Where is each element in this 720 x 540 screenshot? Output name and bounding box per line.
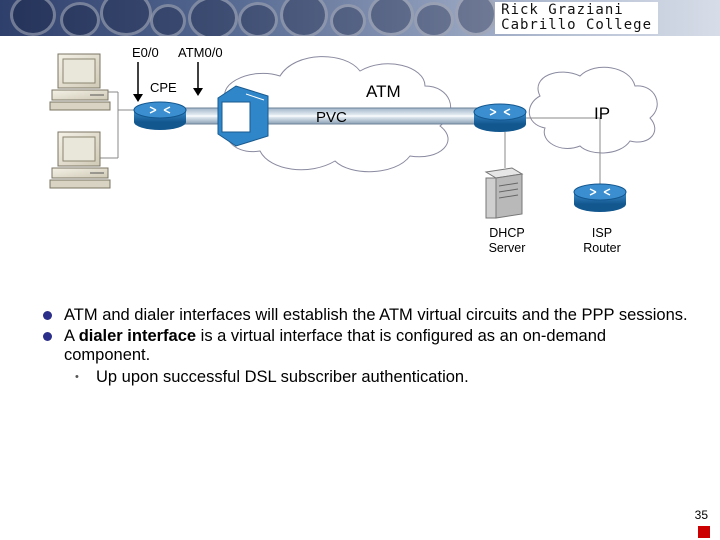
label-dhcp-line2: Server [488, 241, 526, 255]
core-links [504, 117, 601, 188]
bullet-dot-icon [43, 311, 52, 320]
bullet-item: A dialer interface is a virtual interfac… [40, 327, 690, 365]
label-isp-line2: Router [583, 241, 621, 255]
sub-bullet-marker: • [75, 371, 79, 383]
label-dhcp-server: DHCP Server [480, 226, 534, 256]
bullet-text-1: ATM and dialer interfaces will establish… [64, 306, 688, 324]
bullet-text-2-prefix: A [64, 327, 79, 345]
label-cpe: CPE [150, 80, 177, 95]
header-banner: Rick Graziani Cabrillo College [0, 0, 720, 36]
isp-router-icon [573, 183, 627, 212]
page-number: 35 [694, 508, 708, 522]
diagram-graphics [49, 53, 658, 219]
server-icon [484, 167, 524, 219]
network-diagram: E0/0 ATM0/0 CPE ATM PVC IP DHCP Server I… [0, 36, 720, 276]
header-title: Rick Graziani Cabrillo College [495, 2, 658, 34]
header-title-line2: Cabrillo College [501, 17, 652, 33]
label-dhcp-line1: DHCP [489, 226, 525, 240]
bullet-dot-icon [43, 332, 52, 341]
label-e0: E0/0 [132, 45, 159, 60]
bullet-text-2-rest: is a virtual interface that is configure… [64, 327, 607, 364]
label-pvc: PVC [316, 109, 347, 126]
bullet-item: ATM and dialer interfaces will establish… [40, 306, 690, 325]
aggregation-router-icon [473, 103, 527, 132]
pc-icon [49, 53, 111, 111]
label-atm-cloud: ATM [366, 82, 401, 101]
cpe-router-icon [133, 101, 187, 130]
label-isp-line1: ISP [591, 226, 613, 240]
corner-marker [698, 526, 710, 538]
pc-icon [49, 131, 111, 189]
sub-bullet-item: • Up upon successful DSL subscriber auth… [40, 368, 690, 387]
label-isp-router: ISP Router [574, 226, 630, 256]
bullet-text-2-keyword: dialer interface [78, 327, 197, 345]
label-atm00: ATM0/0 [178, 45, 223, 60]
interface-arrows [133, 62, 203, 102]
bullet-list: ATM and dialer interfaces will establish… [40, 306, 690, 387]
ip-cloud [528, 66, 658, 154]
header-title-line1: Rick Graziani [501, 2, 624, 18]
label-ip-cloud: IP [594, 104, 611, 123]
sub-bullet-text-1: Up upon successful DSL subscriber authen… [96, 368, 469, 386]
dsl-modem-icon [217, 85, 269, 147]
